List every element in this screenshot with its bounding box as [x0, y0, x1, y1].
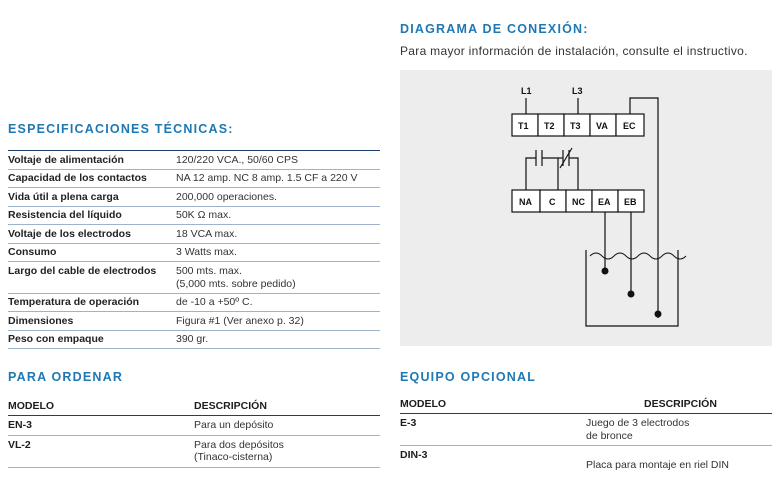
ordering-desc: Para un depósito — [194, 419, 274, 431]
ordering-title: PARA ORDENAR — [8, 370, 124, 384]
electrode-ea — [601, 267, 609, 275]
specs-title: ESPECIFICACIONES TÉCNICAS: — [8, 122, 234, 136]
table-row: VL-2 Para dos depósitos (Tinaco-cisterna… — [8, 436, 380, 468]
table-row: Temperatura de operación de -10 a +50º C. — [8, 294, 380, 312]
terminal-va: VA — [596, 121, 608, 131]
optional-table: MODELO DESCRIPCIÓN E-3 Juego de 3 electr… — [400, 398, 772, 475]
diagram-title: DIAGRAMA DE CONEXIÓN: — [400, 22, 589, 36]
table-row: Voltaje de los electrodos 18 VCA max. — [8, 225, 380, 244]
connection-diagram: L1 L3 T1 T2 T3 VA EC — [400, 70, 772, 346]
spec-label: Resistencia del líquido — [8, 209, 122, 221]
spec-value: 18 VCA max. — [176, 227, 238, 240]
optional-title: EQUIPO OPCIONAL — [400, 370, 537, 384]
spec-label: Vida útil a plena carga — [8, 190, 119, 203]
terminal-t1: T1 — [518, 121, 529, 131]
spec-label: Voltaje de los electrodos — [8, 227, 131, 240]
table-row: Voltaje de alimentación 120/220 VCA., 50/… — [8, 151, 380, 170]
table-row: EN-3 Para un depósito — [8, 416, 380, 436]
diagram-subtitle: Para mayor información de instalación, c… — [400, 44, 748, 58]
optional-col-desc: DESCRIPCIÓN — [644, 398, 717, 410]
bottom-terminal-strip: NA C NC EA EB — [511, 189, 645, 213]
terminal-nc: NC — [572, 197, 585, 207]
table-row: DIN-3 Placa para montaje en riel DIN — [400, 446, 772, 475]
spec-value: Figura #1 (Ver anexo p. 32) — [176, 314, 304, 327]
spec-value: 50K Ω max. — [176, 209, 232, 221]
terminal-ec: EC — [623, 121, 636, 131]
ordering-model: VL-2 — [8, 438, 31, 451]
terminal-c: C — [549, 197, 556, 207]
terminal-t2: T2 — [544, 121, 555, 131]
optional-desc: Placa para montaje en riel DIN — [586, 459, 729, 471]
terminal-ea: EA — [598, 197, 611, 207]
spec-value: 3 Watts max. — [176, 246, 237, 258]
ordering-col-desc: DESCRIPCIÓN — [194, 400, 267, 412]
table-row: Dimensiones Figura #1 (Ver anexo p. 32) — [8, 312, 380, 331]
optional-header: MODELO DESCRIPCIÓN — [400, 398, 772, 414]
top-terminal-strip: T1 T2 T3 VA EC — [511, 113, 645, 137]
ordering-model: EN-3 — [8, 419, 32, 431]
spec-value: 390 gr. — [176, 333, 209, 345]
optional-model: E-3 — [400, 417, 417, 429]
spec-label: Capacidad de los contactos — [8, 172, 147, 184]
ordering-table: MODELO DESCRIPCIÓN EN-3 Para un depósito… — [8, 400, 380, 468]
terminal-eb: EB — [624, 197, 637, 207]
tank — [585, 250, 687, 327]
spec-value: NA 12 amp. NC 8 amp. 1.5 CF a 220 V — [176, 172, 358, 184]
spec-label: Peso con empaque — [8, 333, 104, 345]
ordering-desc: Para dos depósitos (Tinaco-cisterna) — [194, 438, 284, 464]
connection-diagram-svg: L1 L3 T1 T2 T3 VA EC — [511, 86, 687, 327]
terminal-t3: T3 — [570, 121, 581, 131]
ordering-header: MODELO DESCRIPCIÓN — [8, 400, 380, 416]
spec-value: 120/220 VCA., 50/60 CPS — [176, 153, 298, 166]
relay-contact-symbol — [525, 147, 579, 190]
table-row: Vida útil a plena carga 200,000 operacion… — [8, 188, 380, 207]
table-row: Consumo 3 Watts max. — [8, 244, 380, 262]
spec-label: Voltaje de alimentación — [8, 153, 124, 166]
electrode-ec — [654, 310, 662, 318]
optional-col-model: MODELO — [400, 398, 447, 410]
ordering-col-model: MODELO — [8, 400, 55, 412]
spec-label: Consumo — [8, 246, 57, 258]
spec-value: de -10 a +50º C. — [176, 296, 253, 308]
optional-model: DIN-3 — [400, 449, 428, 461]
spec-value: 500 mts. max. (5,000 mts. sobre pedido) — [176, 264, 296, 290]
table-row: Peso con empaque 390 gr. — [8, 331, 380, 349]
spec-value: 200,000 operaciones. — [176, 190, 277, 203]
table-row: Largo del cable de electrodos 500 mts. ma… — [8, 262, 380, 294]
table-row: Resistencia del líquido 50K Ω max. — [8, 207, 380, 225]
spec-label: Dimensiones — [8, 314, 74, 327]
supply-label-l1: L1 — [521, 86, 532, 96]
table-row: Capacidad de los contactos NA 12 amp. NC … — [8, 170, 380, 188]
terminal-na: NA — [519, 197, 532, 207]
spec-label: Temperatura de operación — [8, 296, 140, 308]
electrode-eb — [627, 290, 635, 298]
supply-label-l3: L3 — [572, 86, 583, 96]
specs-table: Voltaje de alimentación 120/220 VCA., 50/… — [8, 150, 380, 349]
spec-label: Largo del cable de electrodos — [8, 264, 157, 277]
table-row: E-3 Juego de 3 electrodos de bronce — [400, 414, 772, 446]
optional-desc: Juego de 3 electrodos de bronce — [586, 417, 690, 442]
